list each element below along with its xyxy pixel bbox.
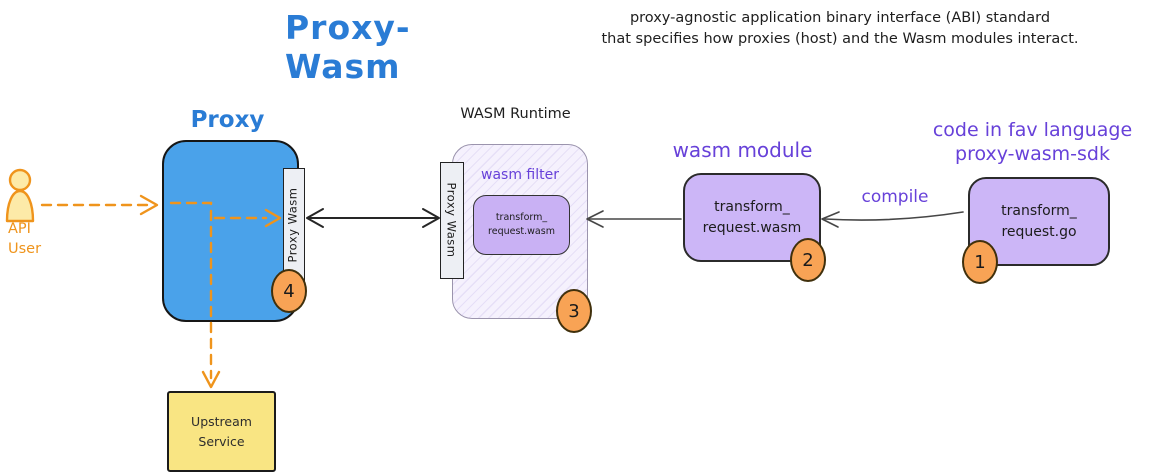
user-to-proxy-arrow bbox=[40, 194, 159, 216]
step-badge-1: 1 bbox=[962, 240, 998, 284]
wasm-module-label: wasm module bbox=[672, 138, 813, 162]
upstream-service-node: Upstream Service bbox=[167, 391, 276, 472]
proxy-runtime-double-arrow bbox=[306, 208, 440, 228]
subtitle-line-2: that specifies how proxies (host) and th… bbox=[601, 31, 1079, 48]
compile-arrow bbox=[821, 211, 964, 228]
wasm-filter-label: wasm filter bbox=[481, 167, 559, 183]
api-user-label-line-2: User bbox=[8, 240, 42, 257]
api-user-label-line-1: API bbox=[8, 221, 31, 237]
step-badge-4: 4 bbox=[271, 269, 307, 313]
runtime-proxy-wasm-strip-label: Proxy Wasm bbox=[444, 182, 459, 258]
wasm-filter-file-node: transform_ request.wasm bbox=[473, 195, 570, 255]
runtime-proxy-wasm-strip bbox=[440, 162, 464, 279]
module-to-filter-arrow bbox=[586, 210, 682, 228]
code-file-line-2: request.go bbox=[1001, 223, 1077, 240]
step-badge-2: 2 bbox=[790, 238, 826, 282]
filter-file-line-2: request.wasm bbox=[488, 226, 555, 237]
code-node-label-line-1: code in fav language bbox=[932, 119, 1133, 141]
module-file-line-2: request.wasm bbox=[702, 219, 802, 236]
runtime-node-label: WASM Runtime bbox=[460, 106, 571, 122]
step-badge-3: 3 bbox=[556, 289, 592, 333]
page-subtitle: proxy-agnostic application binary interf… bbox=[540, 8, 1140, 50]
upstream-label-line-2: Service bbox=[198, 433, 245, 449]
api-user-label: API User bbox=[8, 220, 68, 259]
subtitle-line-1: proxy-agnostic application binary interf… bbox=[629, 10, 1051, 26]
filter-file-line-1: transform_ bbox=[495, 211, 548, 223]
user-icon bbox=[5, 168, 35, 223]
proxy-wasm-strip-label: Proxy Wasm bbox=[285, 187, 300, 263]
code-file-line-1: transform_ bbox=[1001, 202, 1077, 219]
proxy-node-label: Proxy bbox=[190, 107, 265, 133]
module-file-line-1: transform_ bbox=[714, 198, 790, 215]
upstream-label-line-1: Upstream bbox=[191, 414, 252, 430]
compile-edge-label: compile bbox=[861, 187, 929, 207]
code-node-label-line-2: proxy-wasm-sdk bbox=[955, 143, 1110, 165]
page-title: Proxy-Wasm bbox=[285, 8, 411, 86]
